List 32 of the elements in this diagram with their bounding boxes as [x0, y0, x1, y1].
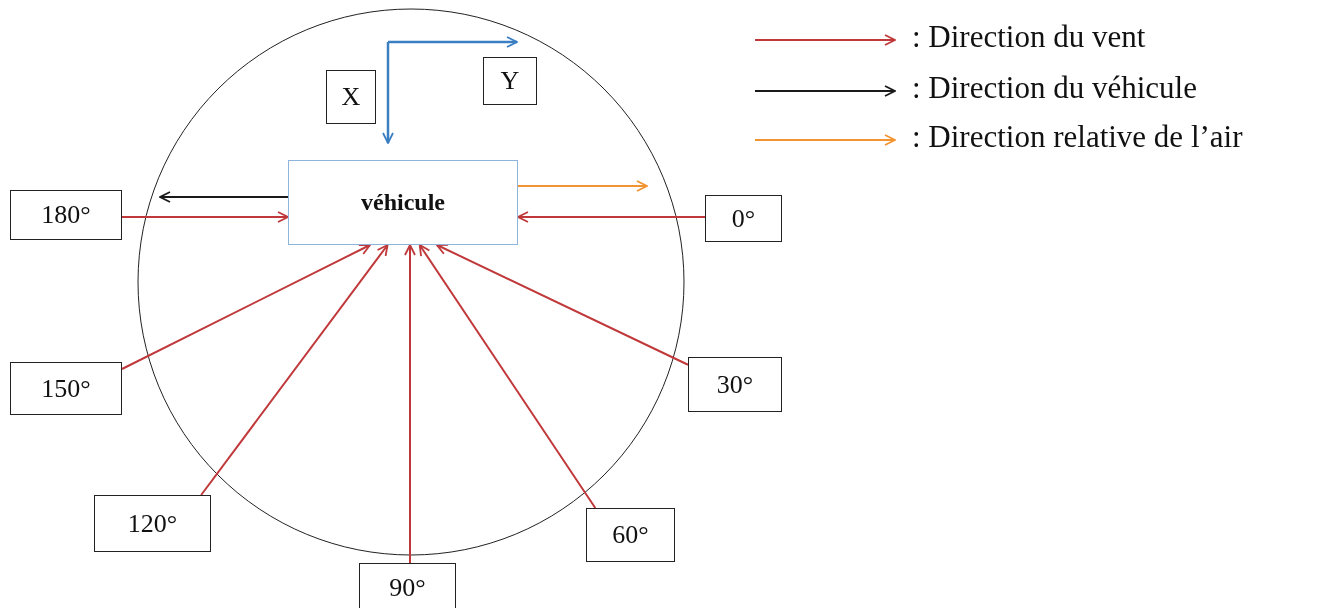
- angle-label: [705, 195, 782, 242]
- angle-text: 30°: [716, 369, 754, 400]
- legend-text: : Direction du véhicule: [912, 70, 1197, 106]
- arrow: [418, 244, 597, 509]
- vehicle-label: véhicule: [361, 189, 445, 216]
- axis-label: [483, 57, 537, 105]
- legend-text: : Direction du vent: [912, 19, 1146, 55]
- angle-text: X: [341, 82, 361, 112]
- angle-label: [359, 563, 456, 608]
- angle-label: [10, 190, 122, 240]
- arrow: [159, 191, 289, 203]
- angle-label: [10, 362, 122, 415]
- angle-label: [586, 508, 675, 562]
- arrow: [435, 243, 689, 366]
- arrow: [121, 211, 289, 223]
- angle-label: [94, 495, 211, 552]
- angle-text: Y: [500, 66, 520, 96]
- angle-text: 120°: [127, 508, 178, 539]
- arrow: [517, 180, 648, 192]
- arrow: [517, 211, 706, 223]
- angle-text: 60°: [612, 520, 649, 550]
- angle-label: [688, 357, 782, 412]
- axis-label: [326, 70, 376, 124]
- legend-text: : Direction relative de l’air: [912, 119, 1243, 155]
- angle-text: 150°: [41, 373, 91, 404]
- vehicle-box: [288, 160, 518, 245]
- angle-text: 90°: [389, 573, 426, 603]
- arrow: [404, 244, 416, 564]
- angle-text: 0°: [731, 203, 756, 234]
- arrow: [121, 244, 371, 370]
- arrow: [200, 244, 389, 496]
- angle-text: 180°: [41, 200, 91, 230]
